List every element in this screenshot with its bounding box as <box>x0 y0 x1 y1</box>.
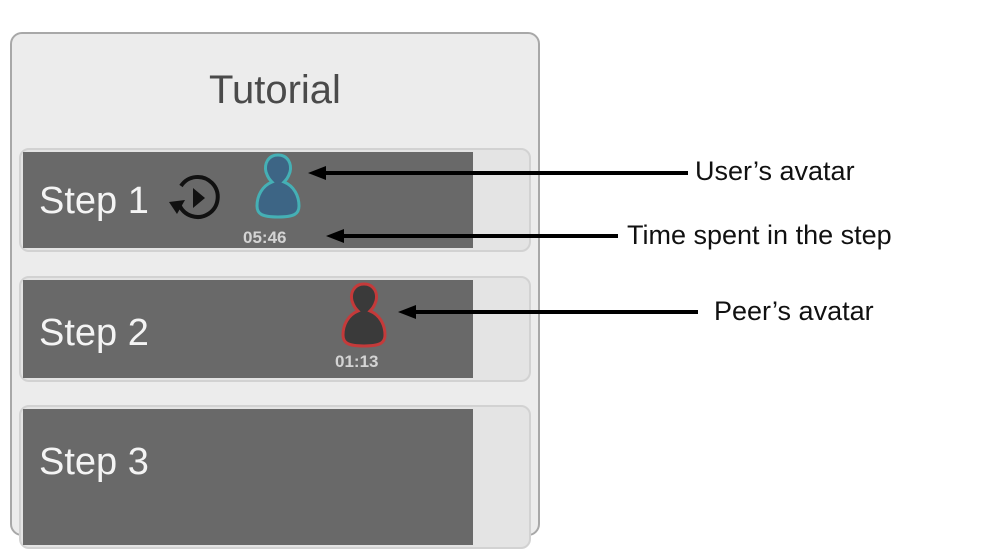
step-time: 05:46 <box>243 228 287 247</box>
step-1-bar: Step 1 05:46 <box>23 152 473 248</box>
step-label: Step 2 <box>39 312 149 354</box>
panel-title: Tutorial <box>209 68 341 112</box>
replay-icon[interactable] <box>165 168 227 228</box>
annotation-time-spent: Time spent in the step <box>627 220 892 250</box>
step-2-bar: Step 2 01:13 <box>23 280 473 378</box>
step-label: Step 3 <box>39 441 149 483</box>
step-label: Step 1 <box>39 180 149 222</box>
annotation-user-avatar: User’s avatar <box>695 156 855 186</box>
annotation-peer-avatar: Peer’s avatar <box>714 296 874 326</box>
step-2-row[interactable]: Step 2 01:13 <box>19 276 531 382</box>
peer-avatar-icon <box>341 282 387 348</box>
user-avatar-icon <box>255 153 301 219</box>
step-time: 01:13 <box>335 352 379 371</box>
annotation-arrows <box>308 166 698 319</box>
